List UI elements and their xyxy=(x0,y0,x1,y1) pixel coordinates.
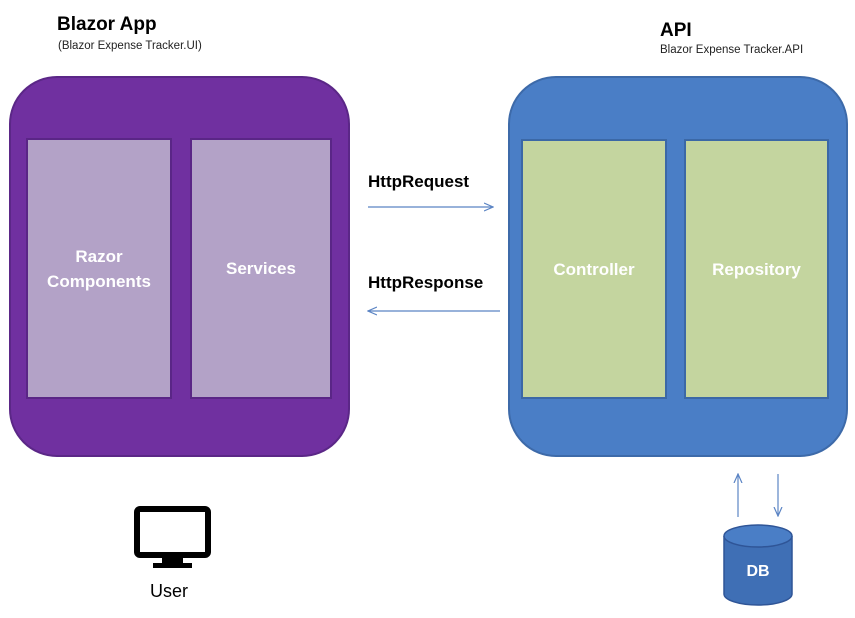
repository-panel: Repository xyxy=(684,139,829,399)
blazor-app-title: Blazor App xyxy=(57,14,157,35)
monitor-icon xyxy=(134,506,211,568)
database-cylinder-icon xyxy=(723,524,793,606)
api-title: API xyxy=(660,20,692,41)
db-label: DB xyxy=(746,563,770,580)
api-subtitle: Blazor Expense Tracker.API xyxy=(660,44,804,56)
services-panel: Services xyxy=(190,138,332,399)
http-response-label: HttpResponse xyxy=(368,273,484,292)
http-request-label: HttpRequest xyxy=(368,172,470,191)
controller-panel: Controller xyxy=(521,139,667,399)
razor-components-panel: Razor Components xyxy=(26,138,172,399)
blazor-app-subtitle: (Blazor Expense Tracker.UI) xyxy=(58,40,202,52)
user-label: User xyxy=(150,581,189,601)
